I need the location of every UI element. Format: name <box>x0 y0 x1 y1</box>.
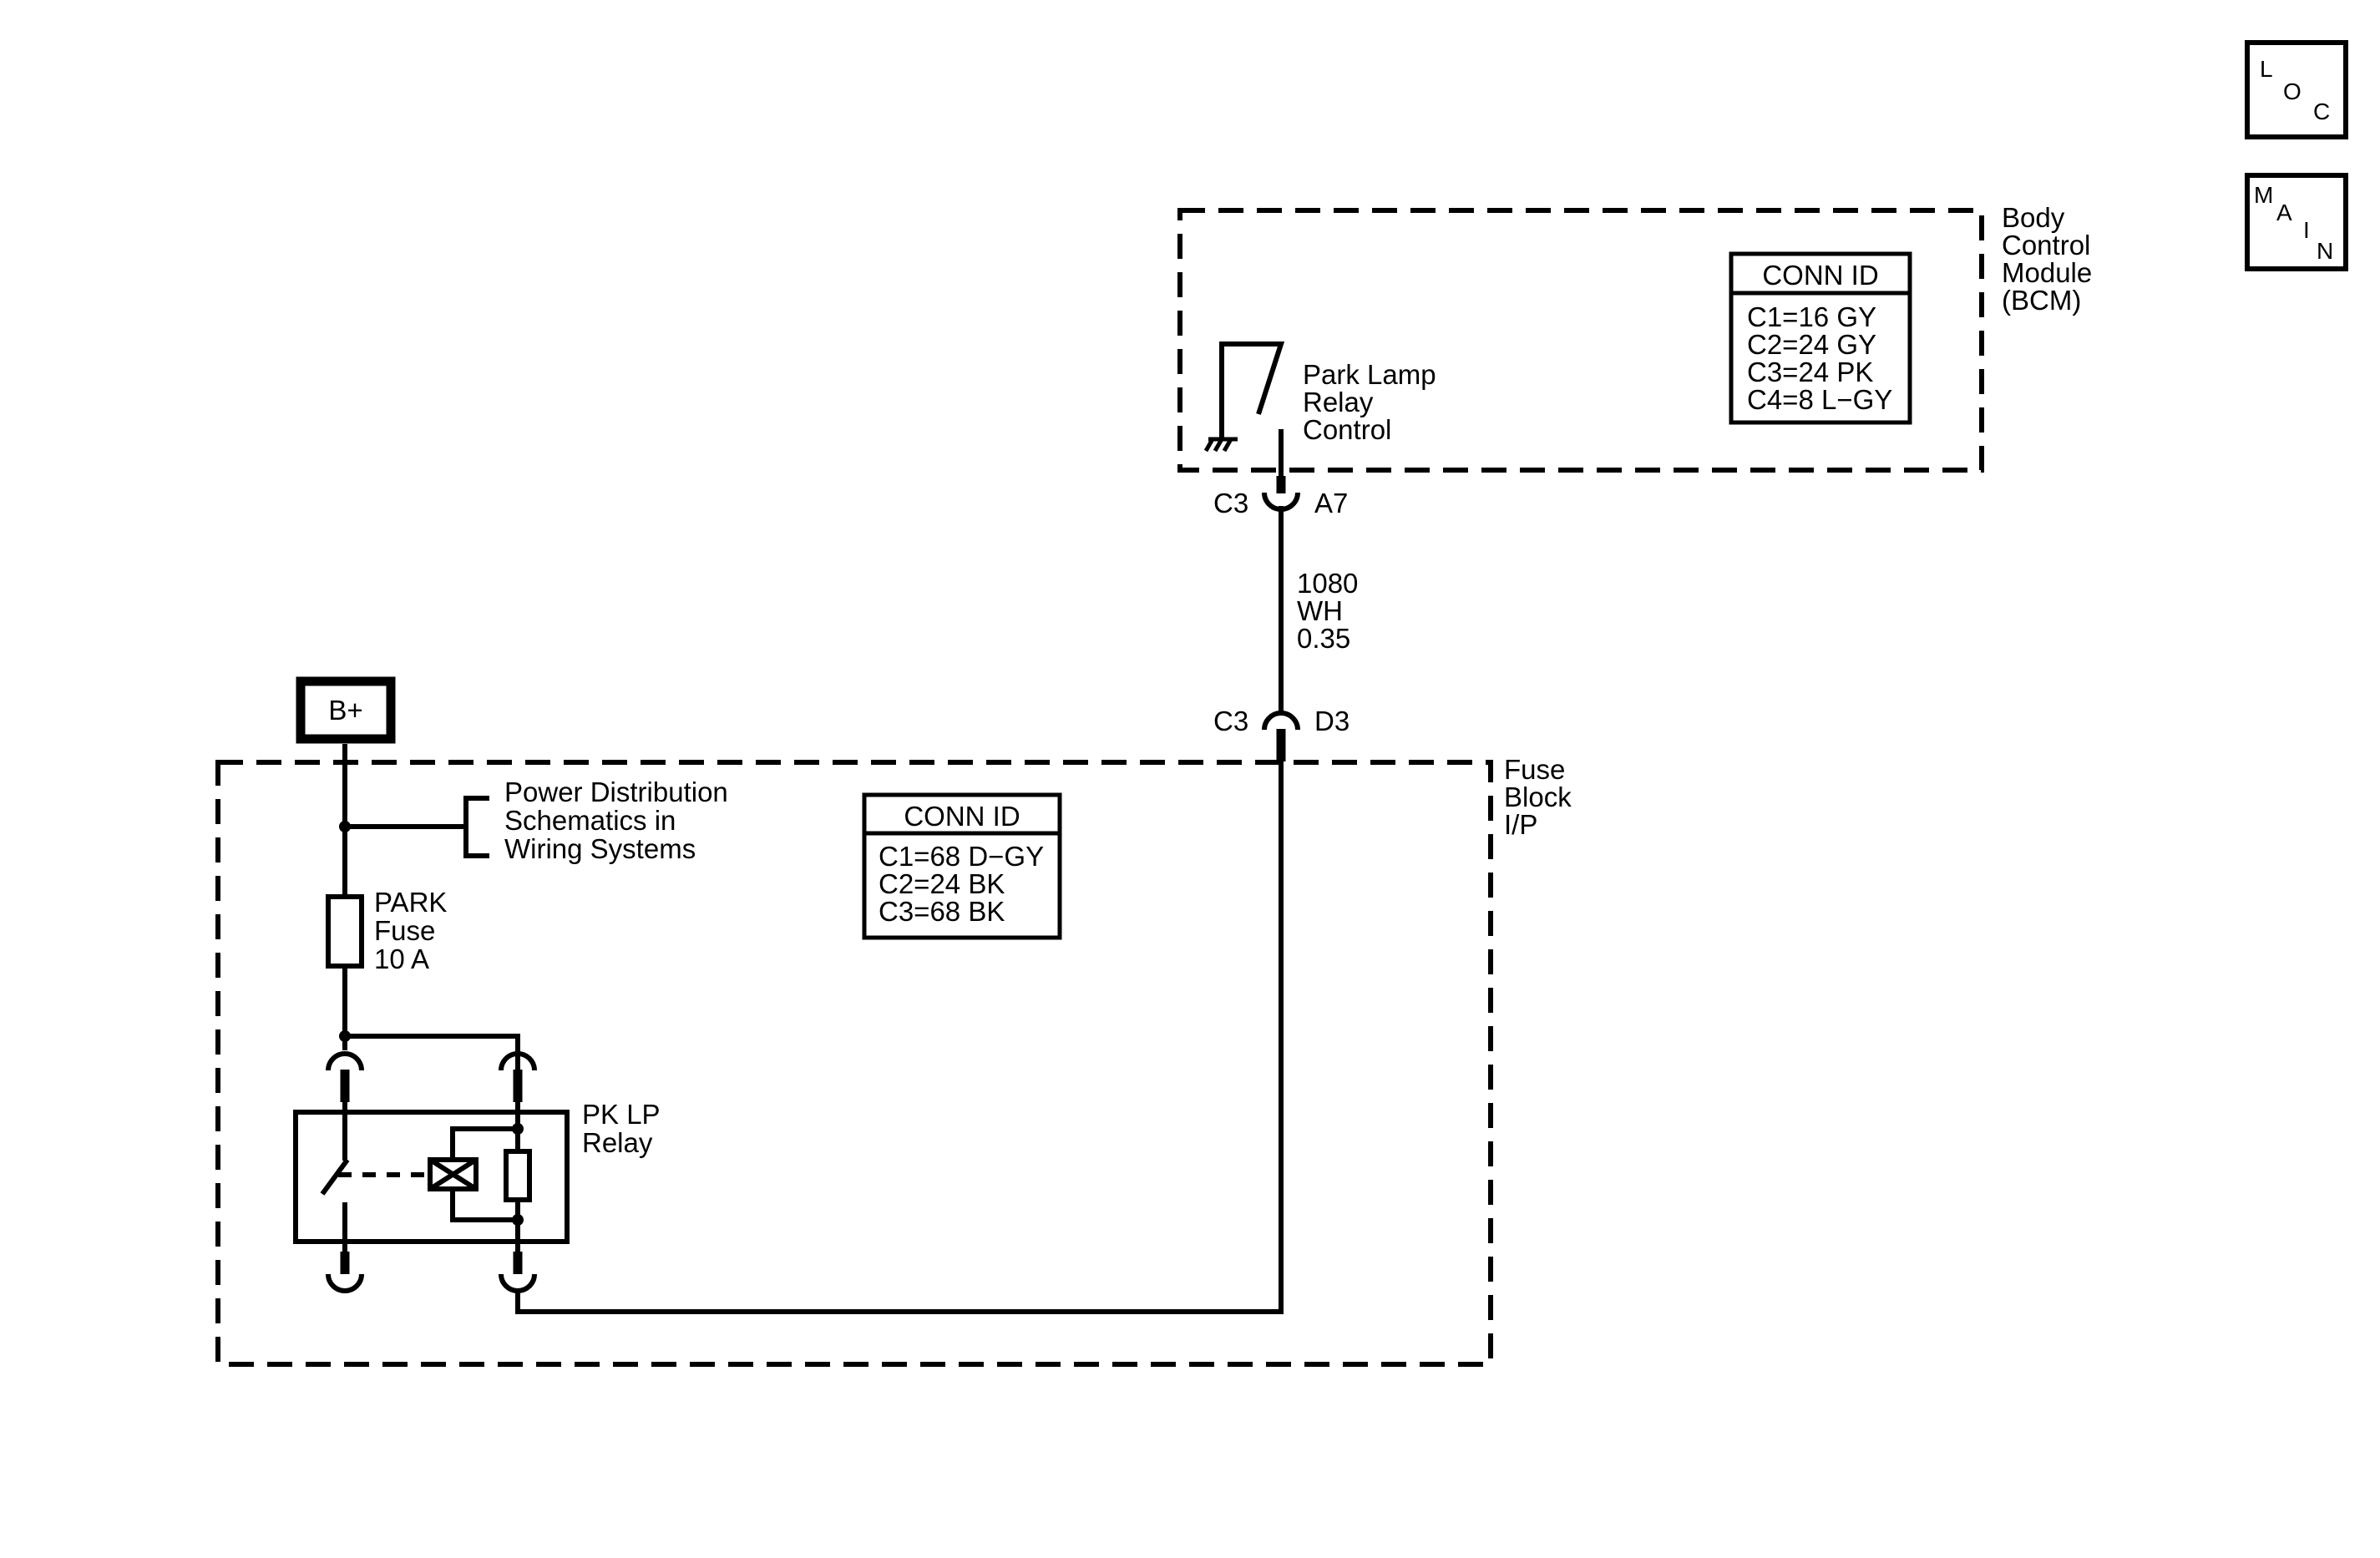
bcm-name-line: (BCM) <box>2002 285 2081 316</box>
relay-control-wire <box>515 761 1284 1314</box>
loc-letter-1: L <box>2260 56 2273 82</box>
bcm-conn-row: C4=8 L−GY <box>1747 384 1892 415</box>
fuse-block-name-line: Fuse <box>1504 754 1565 785</box>
coil-feed-wire <box>345 1034 520 1070</box>
fuse-block-outline <box>215 760 1493 1367</box>
relay-coil-icon <box>428 1126 518 1222</box>
main-letter-1: M <box>2254 182 2273 208</box>
park-fuse-label: PARK Fuse 10 A <box>374 887 447 974</box>
power-ref-line: Schematics in <box>504 805 676 836</box>
bcm-name-line: Control <box>2002 230 2090 261</box>
loc-letter-2: O <box>2283 78 2302 104</box>
bcm-conn-row: C2=24 GY <box>1747 329 1876 360</box>
switch-label-line: Relay <box>1303 387 1374 417</box>
connector-c3-d3-icon <box>1262 711 1300 761</box>
fuse-block-name-line: Block <box>1504 782 1572 812</box>
connector-c3-a7-id: C3 <box>1213 488 1248 518</box>
relay-label-line: PK LP <box>582 1099 661 1130</box>
fuse-block-conn-row: C1=68 D−GY <box>879 841 1044 872</box>
pk-lp-relay-label: PK LP Relay <box>582 1099 661 1158</box>
switch-label-line: Park Lamp <box>1303 359 1436 390</box>
wire-circuit: 1080 <box>1297 568 1358 599</box>
park-lamp-relay-control-switch <box>1219 341 1285 476</box>
fuse-block-name: Fuse Block I/P <box>1504 754 1572 840</box>
ground-icon <box>1203 437 1238 453</box>
power-ref-bracket-icon <box>463 796 489 858</box>
park-fuse-icon <box>326 894 364 969</box>
loc-letter-3: C <box>2313 99 2330 124</box>
bcm-conn-row: C1=16 GY <box>1747 301 1876 332</box>
power-distribution-ref: Power Distribution Schematics in Wiring … <box>504 776 728 864</box>
bcm-outline <box>1177 208 1984 473</box>
fuse-label-line: 10 A <box>374 943 429 974</box>
fuse-block-conn-id-table: CONN ID C1=68 D−GY C2=24 BK C3=68 BK <box>862 792 1062 940</box>
connector-c3-d3-id: C3 <box>1213 706 1248 736</box>
wire-gauge: 0.35 <box>1297 623 1350 654</box>
bcm-name-line: Body <box>2002 202 2065 233</box>
connector-c3-a7-icon <box>1262 476 1300 512</box>
wire-label: 1080 WH 0.35 <box>1297 568 1358 654</box>
bcm-conn-title: CONN ID <box>1762 260 1878 291</box>
switch-label: Park Lamp Relay Control <box>1303 359 1436 445</box>
battery-positive-box: B+ <box>296 676 396 744</box>
fuse-label-line: PARK <box>374 887 447 918</box>
relay-contact-icon <box>320 1102 430 1252</box>
bcm-conn-row: C3=24 PK <box>1747 357 1873 387</box>
loc-button[interactable]: L O C <box>2245 40 2348 139</box>
fuse-block-conn-row: C3=68 BK <box>879 896 1005 927</box>
bcm-name: Body Control Module (BCM) <box>2002 202 2092 316</box>
fuse-label-line: Fuse <box>374 915 435 946</box>
wire-color: WH <box>1297 595 1343 626</box>
bcm-conn-id-table: CONN ID C1=16 GY C2=24 GY C3=24 PK C4=8 … <box>1729 251 1912 425</box>
fuse-block-conn-title: CONN ID <box>904 801 1020 832</box>
main-letter-3: I <box>2303 217 2310 243</box>
fuse-block-conn-row: C2=24 BK <box>879 868 1005 899</box>
main-letter-2: A <box>2276 200 2292 225</box>
splice-dot <box>512 1214 524 1226</box>
splice-dot <box>512 1123 524 1135</box>
fuse-block-name-line: I/P <box>1504 809 1537 840</box>
bcm-name-line: Module <box>2002 257 2092 288</box>
relay-terminal-icon <box>326 1051 537 1102</box>
power-ref-line: Power Distribution <box>504 776 728 807</box>
main-letter-4: N <box>2317 238 2333 264</box>
supply-label: B+ <box>328 695 362 726</box>
pk-lp-relay-body <box>293 1110 570 1244</box>
power-ref-line: Wiring Systems <box>504 833 696 864</box>
connector-c3-a7-pin: A7 <box>1314 488 1348 518</box>
relay-label-line: Relay <box>582 1127 653 1158</box>
connector-c3-d3-pin: D3 <box>1314 706 1350 736</box>
relay-terminal-icon <box>326 1252 537 1293</box>
main-button[interactable]: M A I N <box>2245 173 2348 271</box>
switch-label-line: Control <box>1303 414 1391 445</box>
